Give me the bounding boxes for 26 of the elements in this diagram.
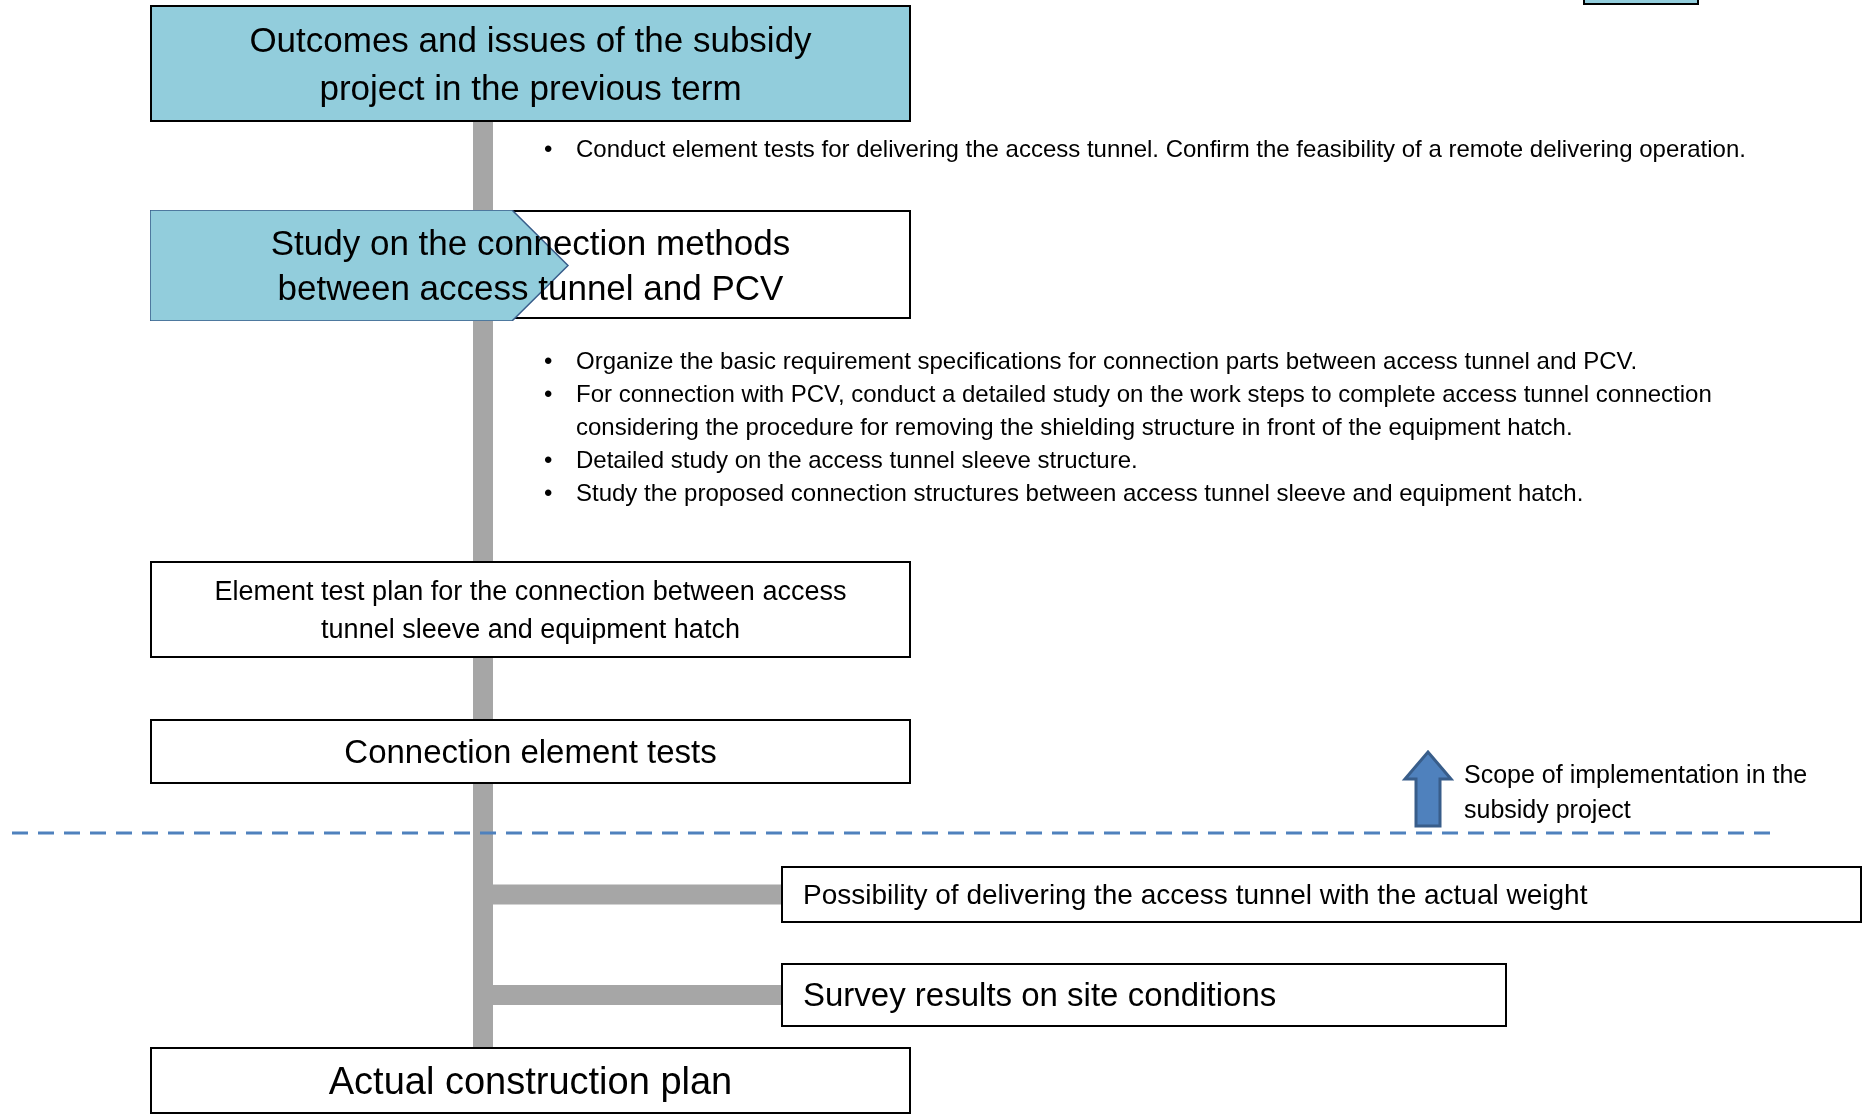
process-box [781, 963, 1507, 1027]
bullet-marker: • [543, 134, 554, 164]
process-box [150, 561, 911, 658]
bullet-text: For connection with PCV, conduct a detailed study on the work steps to complete access tunnel connection considering the procedure for removing the shielding structure in front of the equipment hatch. [576, 379, 1713, 442]
bullet-text: Conduct element tests for delivering the access tunnel. Confirm the feasibility of a remote delivering operation. [576, 134, 1746, 164]
bullet-marker: • [543, 379, 554, 409]
bullet-text: Detailed study on the access tunnel sleeve structure. [576, 445, 1138, 475]
bullet-text: Study the proposed connection structures between access tunnel sleeve and equipment hatch. [576, 478, 1584, 508]
process-box [781, 866, 1862, 923]
box-title: Connection element tests [344, 731, 717, 772]
scope-note: Scope of implementation in the subsidy project [1464, 759, 1809, 825]
box-title: Outcomes and issues of the subsidy project in the previous term [248, 18, 813, 109]
process-box [150, 719, 911, 784]
process-box [150, 5, 911, 122]
connector [473, 658, 493, 719]
process-box [150, 1047, 911, 1114]
bullet-marker: • [543, 445, 554, 475]
bullet-text: Organize the basic requirement specifications for connection parts between access tunnel and PCV. [576, 346, 1638, 376]
connector [473, 122, 493, 210]
box-title: Survey results on site conditions [803, 975, 1277, 1015]
process-box [150, 210, 911, 319]
box-title: Actual construction plan [328, 1058, 733, 1104]
bullet-marker: • [543, 478, 554, 508]
box-title: Possibility of delivering the access tunnel with the actual weight [803, 877, 1588, 912]
box-title: Element test plan for the connection between access tunnel sleeve and equipment hatch [213, 574, 848, 646]
bullet-marker: • [543, 346, 554, 376]
